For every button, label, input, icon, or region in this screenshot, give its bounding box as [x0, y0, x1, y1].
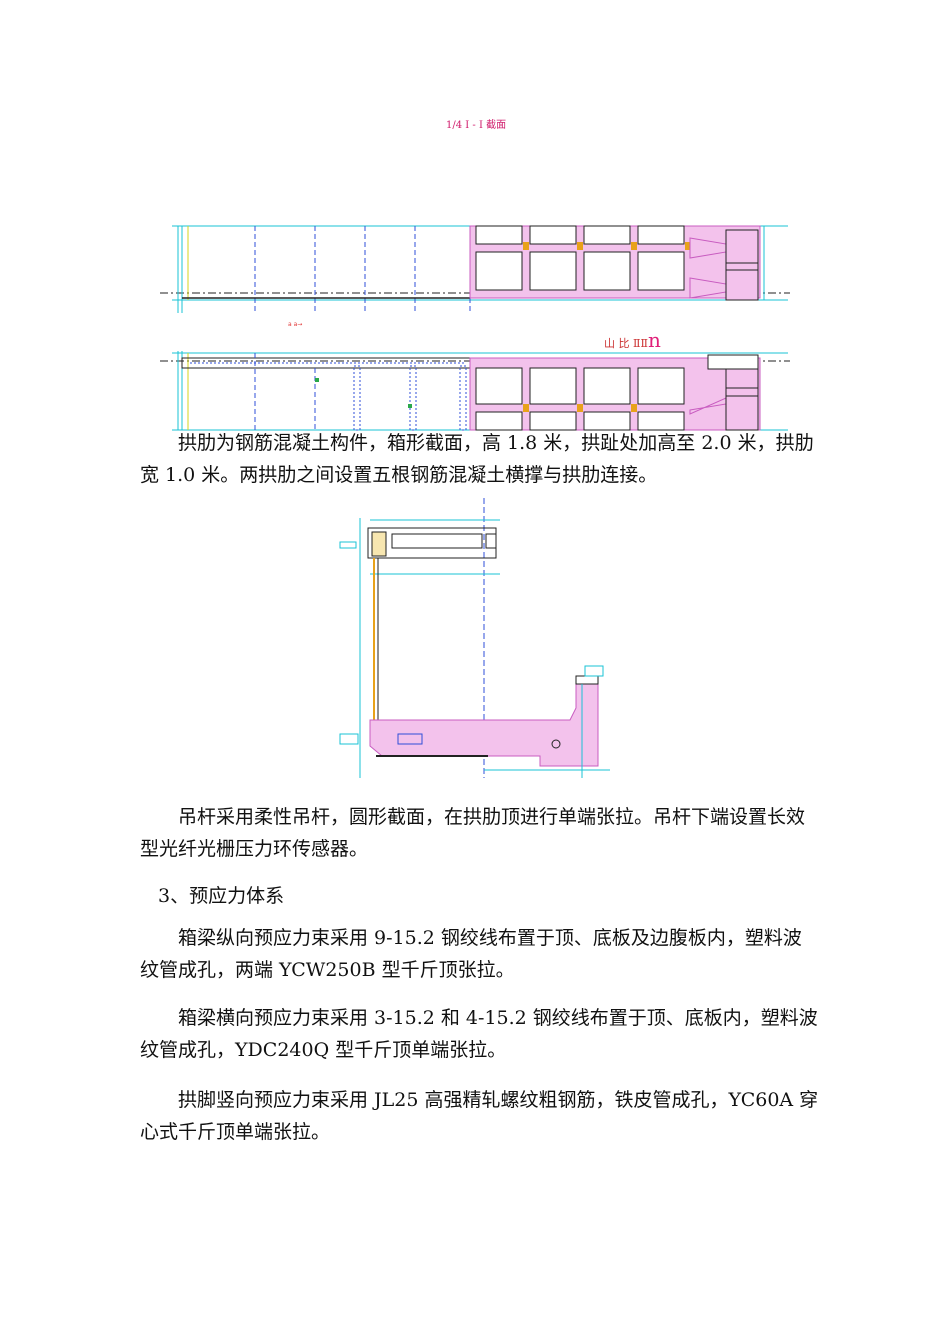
- lower-elevation-view: [160, 351, 790, 431]
- figure-caption: 1/4 I - I 截面: [446, 120, 507, 131]
- paragraph-transverse-prestress: 箱梁横向预应力束采用 3-15.2 和 4-15.2 钢绞线布置于顶、底板内，塑…: [140, 1007, 818, 1061]
- hanger-detail-drawing: [339, 498, 610, 778]
- upper-plan-view: [160, 225, 790, 313]
- paragraph-arch-rib: 拱肋为钢筋混凝土构件，箱形截面，高 1.8 米，拱趾处加高至 2.0 米，拱肋 …: [140, 427, 820, 491]
- section-heading: 3、预应力体系: [158, 885, 285, 907]
- paragraph-longitudinal-prestress: 箱梁纵向预应力束采用 9-15.2 钢绞线布置于顶、底板及边腹板内，塑料波纹管成…: [140, 927, 802, 981]
- annotation-text: 山 比 ⅡⅡ: [604, 337, 648, 350]
- drawing-annotation-red: 山 比 ⅡⅡn: [604, 328, 661, 352]
- paragraph-line: 宽 1.0 米。两拱肋之间设置五根钢筋混凝土横撑与拱肋连接。: [140, 464, 658, 486]
- mid-dimension-label: a a→: [288, 321, 302, 328]
- arch-rib-section-drawing: a a→: [160, 225, 790, 431]
- paragraph-vertical-prestress: 拱脚竖向预应力束采用 JL25 高强精轧螺纹粗钢筋，铁皮管成孔，YC60A 穿心…: [140, 1089, 819, 1143]
- paragraph-line: 拱肋为钢筋混凝土构件，箱形截面，高 1.8 米，拱趾处加高至 2.0 米，拱肋: [178, 432, 814, 454]
- annotation-letter: n: [647, 328, 661, 352]
- paragraph-hanger: 吊杆采用柔性吊杆，圆形截面，在拱肋顶进行单端张拉。吊杆下端设置长效型光纤光栅压力…: [140, 806, 806, 860]
